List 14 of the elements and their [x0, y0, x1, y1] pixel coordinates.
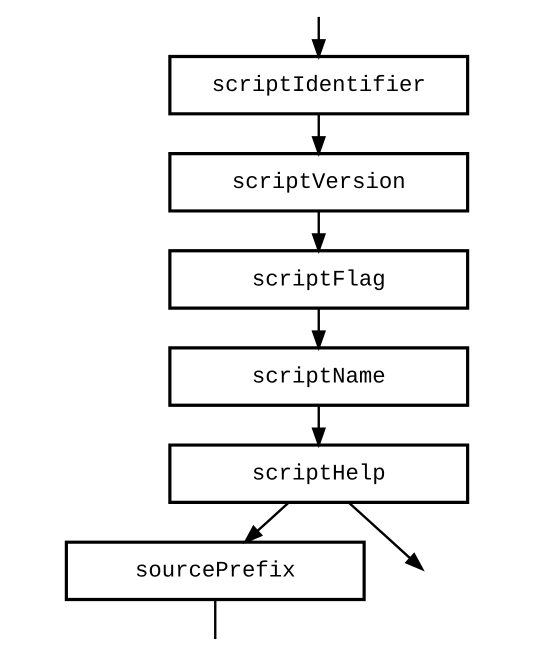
arrow [312, 211, 326, 254]
node-box: sourcePrefix [64, 540, 366, 602]
arrow [312, 114, 326, 157]
node-box: scriptName [168, 346, 470, 407]
node-box: scriptHelp [168, 443, 470, 504]
arrow [242, 502, 290, 544]
arrow [348, 502, 425, 572]
node-box: scriptIdentifier [168, 54, 470, 116]
arrow [312, 405, 326, 448]
node-box: scriptVersion [168, 152, 470, 213]
connector [214, 600, 216, 640]
node-box: scriptFlag [168, 249, 470, 310]
arrow [312, 16, 326, 60]
arrow [312, 308, 326, 352]
